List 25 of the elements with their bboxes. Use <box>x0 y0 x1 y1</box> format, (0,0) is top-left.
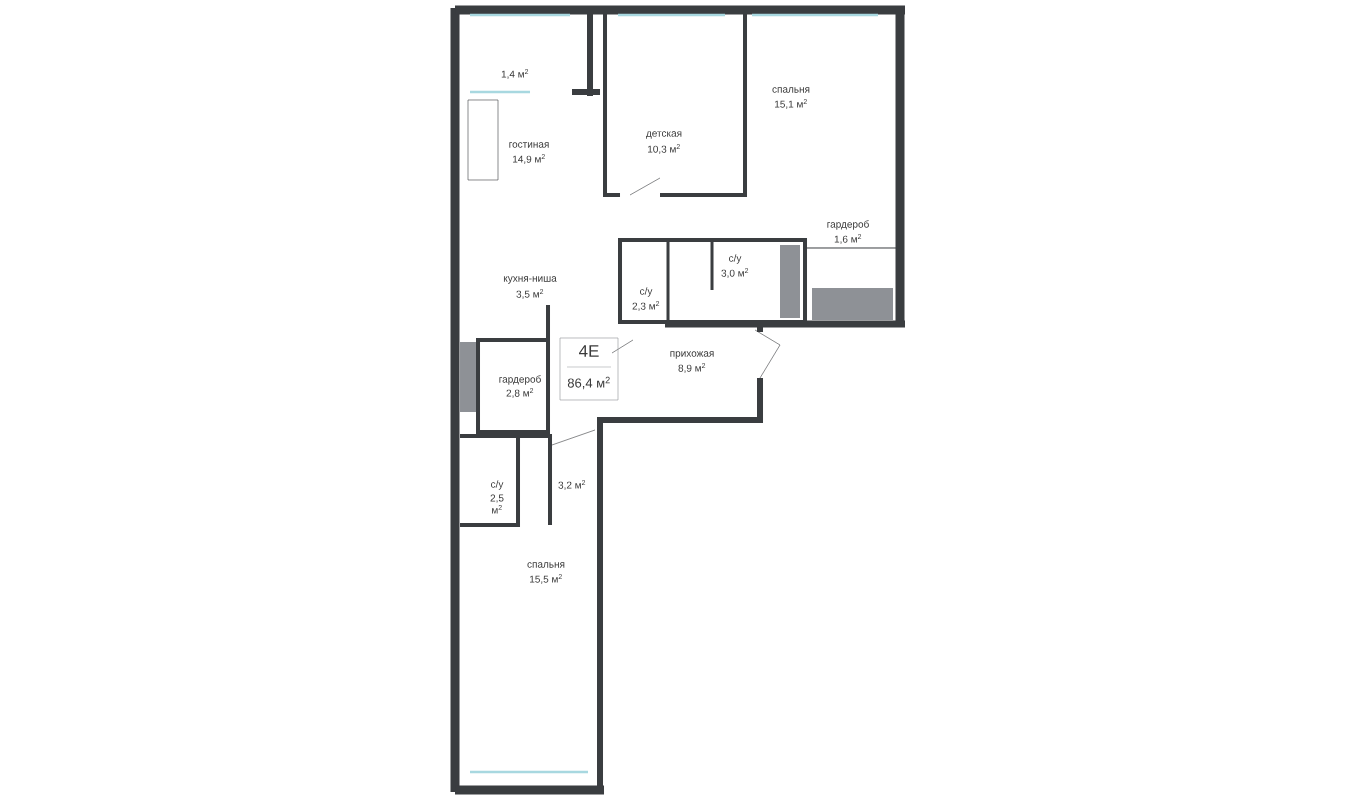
room-label: 2,5 м$^{2}$ <box>490 494 504 514</box>
room-label: спальня <box>527 562 565 568</box>
room-label: спальня <box>772 87 810 93</box>
room-label: 1,4 м$^{2}$ <box>501 69 529 79</box>
room-label: 14,9 м$^{2}$ <box>513 154 545 164</box>
room-label: гостиная <box>509 142 549 148</box>
room-label: кухня-ниша <box>503 276 557 284</box>
room-label: детская <box>646 131 682 139</box>
unit-badge: 4E 86,4 м$^{2}$ <box>559 337 619 401</box>
room-label: 2,3 м$^{2}$ <box>632 301 660 311</box>
room-label: с/у <box>729 254 742 264</box>
room-label: с/у <box>640 287 653 297</box>
room-label: 3,0 м$^{2}$ <box>721 268 749 278</box>
room-label: с/у <box>491 480 504 490</box>
room-label: 8,9 м$^{2}$ <box>678 363 706 373</box>
room-label: гардероб <box>499 375 541 385</box>
room-label: 2,8 м$^{2}$ <box>506 388 534 398</box>
room-label: гардероб <box>827 220 869 230</box>
room-label: 1,6 м$^{2}$ <box>834 234 862 244</box>
room-label: 15,5 м$^{2}$ <box>530 574 562 584</box>
room-label: прихожая <box>670 351 714 359</box>
room-label: 10,3 м$^{2}$ <box>648 144 680 154</box>
room-label: 15,1 м$^{2}$ <box>775 99 807 109</box>
room-label: 3,2 м$^{2}$ <box>558 480 586 490</box>
room-label: 3,5 м$^{2}$ <box>516 289 544 299</box>
